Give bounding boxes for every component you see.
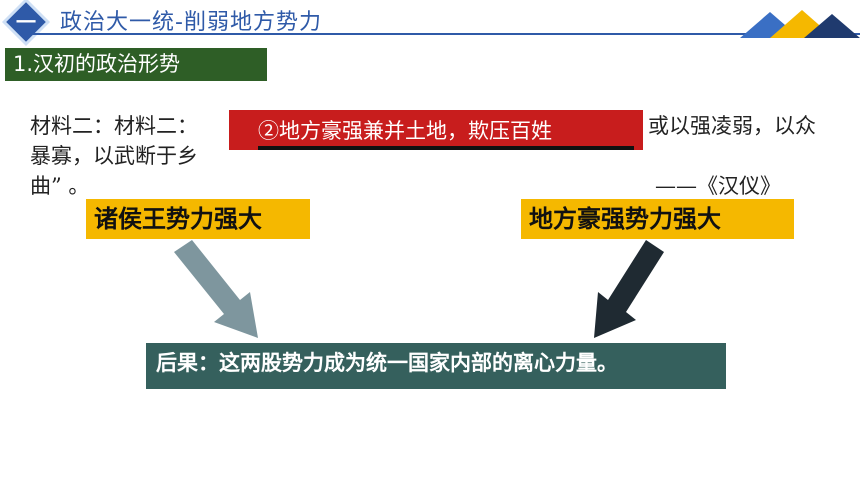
result-box: 后果：这两股势力成为统一国家内部的离心力量。 [146,343,726,389]
material-line-3: 曲” 。 [30,174,90,198]
arrow-right-icon [594,240,664,338]
material-line-1-prefix: 材料二：材料二： [30,114,198,138]
local-magnates-box: 地方豪强势力强大 [521,199,794,239]
page-title: 政治大一统-削弱地方势力 [60,10,322,35]
section-number: 一 [16,10,36,34]
section-number-badge: 一 [6,2,46,42]
arrow-left-icon [174,240,258,338]
header-divider [30,33,860,35]
source-citation: ——《汉仪》 [655,174,781,198]
material-line-2: 暴寡，以武断于乡 [30,144,198,168]
decorative-triangles-icon [740,10,860,38]
highlight-text: ②地方豪强兼并土地，欺压百姓 [258,119,552,143]
highlight-underline [258,146,634,150]
highlight-box [229,110,643,150]
material-line-1-suffix: 或以强凌弱，以众 [648,114,816,138]
vassal-kings-box: 诸侯王势力强大 [86,199,310,239]
section-label: 1.汉初的政治形势 [5,48,267,81]
